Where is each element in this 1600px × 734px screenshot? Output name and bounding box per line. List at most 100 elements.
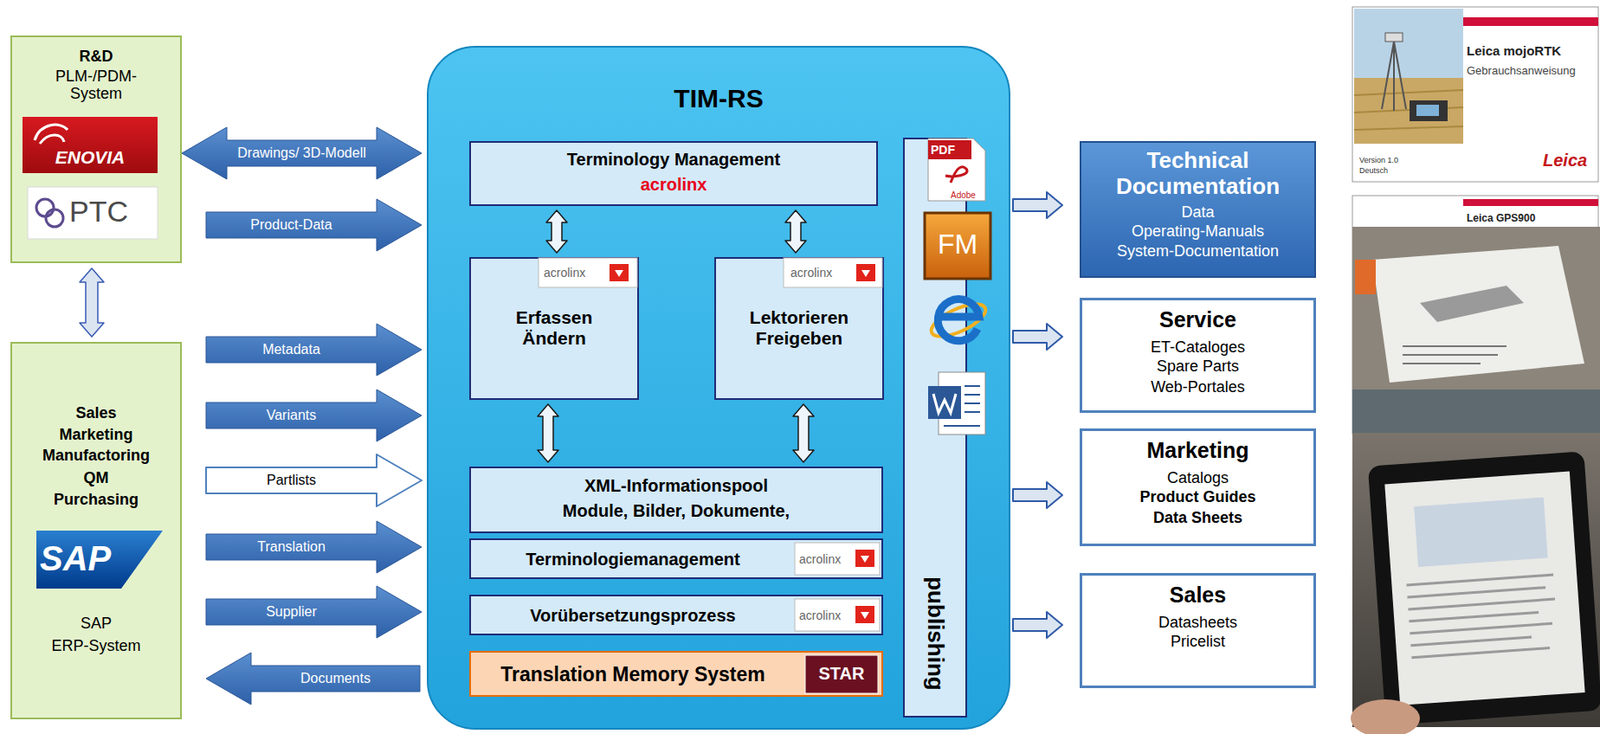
node-text: XML-Informationspool (470, 476, 882, 497)
output-box: Technical DocumentationDataOperating-Man… (1079, 141, 1317, 278)
node-text: Terminology Management (470, 149, 877, 170)
label-holder: Gebrauchsanweisung (1466, 62, 1597, 78)
arrow-label-holder: Partlists (161, 469, 422, 492)
block-arrow (1012, 612, 1063, 639)
tag (1354, 259, 1376, 295)
logo-text: ENOVIA (55, 147, 126, 168)
node-text: Technical Documentation (1098, 148, 1298, 200)
label-holder: ENOVIA (22, 147, 158, 168)
cover-field (1354, 77, 1464, 144)
node-text: Datasheets (1082, 613, 1314, 633)
manual-cover (1352, 6, 1599, 182)
label-holder: Leica GPS900 (1466, 209, 1597, 226)
logo-text: acrolinx (543, 265, 586, 280)
node-text: Marketing (1082, 438, 1314, 464)
tripod (1381, 41, 1407, 111)
node-text: Module, Bilder, Dokumente, (470, 501, 882, 522)
arrow-label: Drawings/ 3D-Modell (237, 145, 367, 162)
node-text: Translation Memory System (470, 663, 795, 686)
receiver-screen (1416, 104, 1439, 117)
arrow-label: Partlists (266, 472, 317, 489)
arrow-label-holder: Variants (161, 404, 422, 427)
label-holder: acrolinx (799, 607, 853, 624)
node-text: Catalogs (1082, 469, 1314, 488)
logo-text: Leica (1542, 150, 1588, 171)
logo-text: Leica GPS900 (1466, 212, 1536, 226)
logo-text: PTC (69, 194, 129, 229)
node-text: PLM-/PDM-System (44, 67, 149, 104)
node-text: Manufactoring (12, 446, 181, 465)
arrow-label-holder: Drawings/ 3D-Modell (172, 141, 433, 165)
label-holder: Leica mojoRTK (1466, 43, 1597, 59)
block-arrow (206, 389, 422, 442)
tablet-photo (1352, 432, 1600, 728)
label-holder: STAR (805, 664, 878, 684)
output-box: SalesDatasheetsPricelist (1079, 573, 1317, 689)
block-arrow (206, 454, 422, 507)
cover-stripe (1463, 199, 1599, 207)
block-arrow (79, 268, 104, 337)
output-box: MarketingCatalogsProduct GuidesData Shee… (1079, 428, 1317, 547)
arrow-label: Translation (257, 539, 326, 555)
logo-text: FM (937, 228, 978, 261)
block-arrow (206, 521, 422, 574)
arrow-label: Documents (300, 670, 371, 687)
node-text: Vorübersetzungsprozess (470, 606, 795, 626)
arrow-label-holder: Documents (206, 667, 466, 691)
label-holder: SAP (39, 538, 136, 579)
arrow-label-holder: Product-Data (161, 213, 422, 237)
node-text: R&D (12, 47, 181, 66)
logo-text: Deutsch (1359, 166, 1388, 175)
label-holder: acrolinx (790, 264, 852, 281)
output-box: ServiceET-CatalogesSpare PartsWeb-Portal… (1079, 297, 1317, 413)
logo-text: Gebrauchsanweisung (1466, 64, 1576, 78)
cover-sky (1354, 8, 1464, 78)
logo-text: SAP (39, 538, 111, 579)
logo-text: Version 1.0 (1359, 155, 1399, 165)
node-text: Terminologiemanagement (470, 549, 795, 570)
block-arrow (1012, 192, 1063, 219)
block-arrow (206, 586, 422, 639)
node-text: QM (12, 469, 181, 488)
node-text: ET-Cataloges (1082, 338, 1314, 357)
node-text: Sales (1082, 582, 1314, 608)
tablet (1367, 451, 1600, 726)
system-box: SalesMarketingManufactoringQM PurchasingS… (10, 341, 182, 720)
label-holder: acrolinx (543, 264, 605, 281)
block-arrow (181, 127, 422, 180)
node-text: Service (1082, 307, 1314, 333)
arrow-label-holder: Translation (161, 535, 422, 559)
logo-text: acrolinx (799, 608, 841, 623)
node-text: Purchasing (12, 490, 181, 510)
table-edge (1352, 389, 1600, 433)
hand (1350, 699, 1420, 734)
brochure-photo (1352, 195, 1599, 434)
cover-stripe (1463, 17, 1599, 26)
system-container: TIM-RSTerminology ManagementacrolinxErfa… (426, 45, 1011, 730)
logo-text: Leica mojoRTK (1466, 43, 1562, 59)
label-holder: PDF (930, 141, 969, 158)
node-text: publishing (922, 576, 949, 691)
label-holder: PTC (69, 194, 156, 229)
block-arrow (206, 323, 422, 376)
block-arrow (1012, 482, 1063, 509)
chainsaw-image (1419, 285, 1524, 323)
node-text: Marketing (12, 425, 181, 445)
node-text: Sales (12, 404, 181, 423)
node-text: acrolinx (470, 174, 877, 195)
field-rows (1354, 90, 1464, 130)
label-holder: Adobe (950, 186, 986, 202)
gps-antenna (1385, 32, 1403, 42)
publishing-band: publishing (903, 137, 968, 718)
print-lines (1402, 346, 1507, 364)
node-text: ERP-System (12, 637, 181, 656)
label-holder: Leica (1542, 150, 1597, 171)
node-text: System-Documentation (1081, 242, 1315, 261)
label-holder: FM (924, 228, 991, 261)
node-text: Lektorieren Freigeben (749, 307, 849, 349)
arrow-label-holder: Metadata (161, 338, 422, 362)
logo-text: acrolinx (799, 552, 841, 567)
label-holder: Version 1.0 (1359, 150, 1429, 167)
arrow-label: Product-Data (250, 217, 332, 233)
logo-text: STAR (819, 664, 865, 684)
